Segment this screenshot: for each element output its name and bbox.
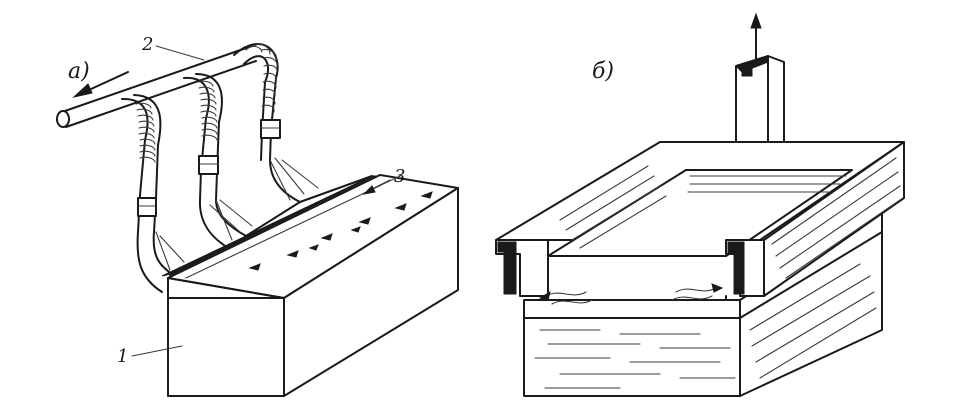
flexible-ducts [121,43,301,293]
tank [167,174,459,397]
duct-1-coupling [137,197,157,217]
callout-3: 3 [362,166,405,195]
airflow-arrows [538,283,724,305]
duct-2-coupling [198,155,219,175]
surface-flow-arrows [248,191,433,271]
duct-3-coupling [260,119,281,139]
callout-3-number: 3 [394,166,405,187]
panel-a-diagram: a) [56,34,459,397]
hood-side-hatching [771,157,901,279]
liquid-hatching [534,263,877,389]
duct-2-ribs [197,80,218,141]
callout-2: 2 [141,34,205,61]
hood-inner-hatching [559,165,847,249]
callout-2-number: 2 [141,34,153,55]
callout-1-number: 1 [117,346,128,367]
header-pipe [56,45,257,128]
panel-b-label: б) [592,59,614,84]
duct-1-ribs [135,102,156,163]
panel-b-diagram: б) [495,12,905,397]
perimeter-hood [495,141,905,301]
panel-a-label: a) [68,59,90,84]
duct-funnels [155,157,373,271]
header-flow-arrow [72,71,129,98]
callout-1: 1 [117,345,183,367]
duct-3-ribs [245,43,278,113]
